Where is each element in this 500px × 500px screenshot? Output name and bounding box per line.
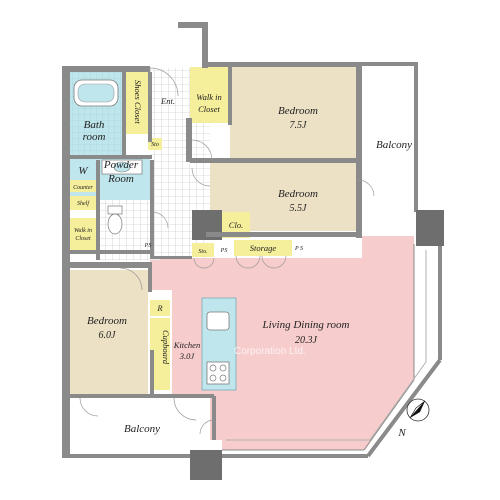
closet-label: Clo.	[229, 220, 243, 230]
cupboard-label: Cupboard	[161, 330, 171, 365]
bedroom-main-floor	[230, 67, 358, 159]
sto-small-label: Sto.	[198, 249, 207, 255]
powder-label-1: Powder	[103, 159, 139, 171]
compass-icon	[406, 398, 430, 422]
fridge-area	[150, 300, 170, 316]
entrance-label: Ent.	[160, 96, 175, 106]
walls	[62, 22, 444, 480]
shoes-closet-label: Shoes Closet	[133, 80, 143, 124]
shelf-area	[70, 196, 98, 210]
walkin-top-label-2: Closet	[198, 104, 220, 114]
counter-area	[70, 180, 98, 192]
bath-label-1: Bath	[84, 119, 105, 131]
walkin-closet-left	[70, 218, 98, 250]
balcony-bottom-label: Balcony	[124, 423, 160, 435]
sto-tiny-label: Sto	[151, 142, 159, 148]
bedroom-left-floor	[70, 270, 148, 394]
cooktop-icon	[206, 361, 230, 385]
kitchen-name: Kitchen	[173, 340, 200, 350]
doors	[79, 67, 375, 435]
ps-label-1: PS	[144, 243, 152, 249]
storage-area	[234, 240, 292, 256]
bath-label-2: room	[83, 131, 106, 143]
bedroom-left-size: 6.0J	[99, 330, 117, 341]
ps-label-3: P S	[294, 246, 303, 252]
bedroom-left-name: Bedroom	[87, 315, 127, 327]
living-name: Living Dining room	[262, 319, 350, 331]
balcony-right-floor	[362, 66, 414, 226]
washer-label: W	[78, 165, 88, 177]
bedroom-mid-name: Bedroom	[278, 188, 318, 200]
ps-label-2: PS	[220, 248, 228, 254]
storage-label: Storage	[250, 243, 277, 253]
sto-small-area	[192, 243, 214, 257]
bedroom-main-size: 7.5J	[290, 120, 308, 131]
shelf-label: Shelf	[77, 200, 90, 207]
walkin-top-label-1: Walk in	[196, 92, 221, 102]
kitchen-size: 3.0J	[179, 351, 196, 361]
shoes-closet	[126, 72, 148, 134]
walkin-left-label-2: Closet	[75, 236, 91, 242]
toilet-icon	[107, 205, 123, 235]
balcony-bottom-floor	[70, 398, 220, 456]
walkin-left-label-1: Walk in	[74, 228, 92, 234]
balcony-right-label: Balcony	[376, 139, 412, 151]
sink-icon	[206, 311, 230, 331]
bedroom-main-name: Bedroom	[278, 105, 318, 117]
powder-label-2: Room	[107, 173, 134, 185]
watermark: Corporation Ltd.	[234, 346, 306, 357]
compass-label: N	[397, 427, 406, 439]
counter-label: Counter	[73, 185, 93, 191]
living-size: 20.3J	[295, 335, 318, 346]
fridge-label: R	[156, 303, 163, 313]
bedroom-mid-size: 5.5J	[290, 203, 308, 214]
walkin-closet-top	[190, 67, 228, 123]
cupboard-area	[150, 318, 170, 390]
